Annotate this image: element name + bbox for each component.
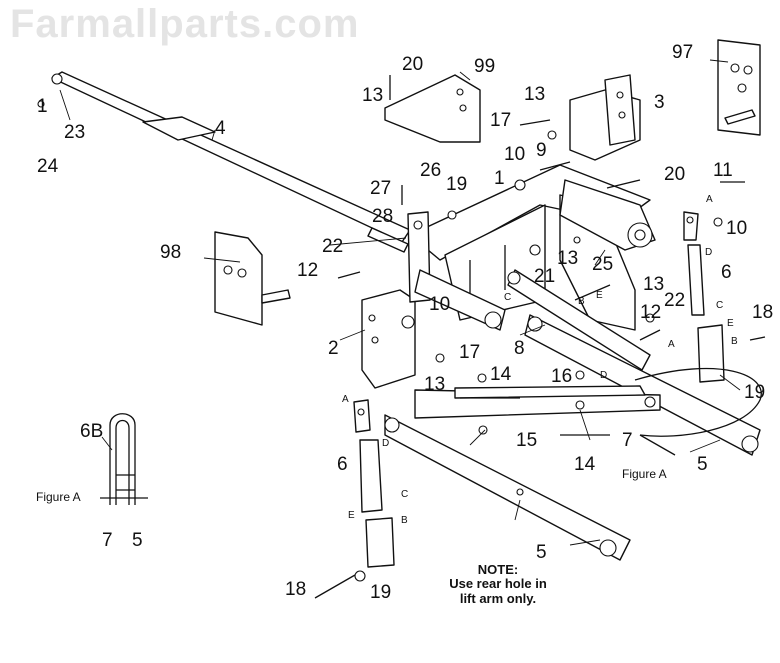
letter-B-shaft: B	[578, 296, 585, 307]
part-1-pin: 1	[37, 96, 48, 117]
part-97: 97	[672, 42, 693, 63]
rocker-arm	[407, 211, 506, 331]
part-22-left: 22	[322, 236, 343, 257]
part-13-top: 13	[362, 85, 383, 106]
part-98: 98	[160, 242, 181, 263]
part-2: 2	[328, 338, 339, 359]
note-line-2: lift arm only.	[460, 591, 536, 606]
letter-E-right: E	[727, 318, 734, 329]
part-19-top: 19	[446, 174, 467, 195]
note-title: NOTE:	[478, 562, 518, 577]
watermark: Farmallparts.com	[10, 2, 360, 46]
part-24: 24	[37, 156, 59, 177]
part-10-right: 10	[726, 218, 747, 239]
roller-arm	[559, 179, 656, 251]
part-19-bottom: 19	[370, 582, 391, 603]
part-5-inset: 5	[132, 530, 143, 551]
part-6-left: 6	[337, 454, 348, 475]
lift-arm-5-right	[524, 314, 761, 456]
part-27: 27	[370, 178, 391, 199]
part-10-top: 10	[504, 144, 525, 165]
part-17-mid: 17	[459, 342, 480, 363]
bracket-3	[569, 74, 641, 161]
lift-rod-4	[51, 71, 411, 253]
letter-B-left: B	[401, 515, 408, 526]
part-19-right: 19	[744, 382, 765, 403]
bracket-2	[361, 289, 416, 389]
part-99: 99	[474, 56, 495, 77]
figure-a-label: Figure A	[622, 467, 667, 481]
part-23: 23	[64, 122, 85, 143]
part-21: 21	[534, 266, 555, 287]
part-17-top: 17	[490, 110, 511, 131]
letter-A-left: A	[342, 394, 349, 405]
part-12-left: 12	[297, 260, 318, 281]
part-1: 1	[494, 168, 505, 189]
part-7: 7	[622, 430, 633, 451]
letter-D-shaft: D	[600, 370, 607, 381]
part-22-right: 22	[664, 290, 685, 311]
letter-B-right: B	[731, 336, 738, 347]
part-20-right: 20	[664, 164, 685, 185]
stabilizer-7	[414, 385, 661, 436]
part-9: 9	[536, 140, 547, 161]
plate-97	[717, 39, 761, 136]
figure-a-inset-label: Figure A	[36, 490, 81, 504]
part-18-right: 18	[752, 302, 773, 323]
letter-C-shaft: C	[504, 292, 511, 303]
part-25: 25	[592, 254, 613, 275]
cross-shaft-8	[507, 269, 651, 371]
letter-A-right: A	[706, 194, 713, 205]
bolts	[37, 75, 766, 599]
part-3: 3	[654, 92, 665, 113]
lead-lines	[59, 59, 741, 546]
letter-E-shaft: E	[596, 290, 603, 301]
letter-D-left: D	[382, 438, 389, 449]
figure-a-callout	[634, 367, 762, 456]
part-16: 16	[551, 366, 572, 387]
plate-98	[214, 231, 291, 326]
part-12-right: 12	[640, 302, 661, 323]
part-6B: 6B	[80, 421, 103, 442]
part-10-mid: 10	[429, 294, 450, 315]
turnbuckle-6-left	[353, 399, 395, 568]
part-5-right: 5	[697, 454, 708, 475]
letter-C-right: C	[716, 300, 723, 311]
part-28: 28	[372, 206, 393, 227]
part-11: 11	[713, 160, 733, 181]
figure-a-inset	[100, 413, 148, 505]
part-6-right: 6	[721, 262, 732, 283]
part-13-right: 13	[643, 274, 664, 295]
part-13-mid: 13	[557, 248, 578, 269]
part-13-upper: 13	[524, 84, 545, 105]
letter-A-shaft: A	[668, 339, 675, 350]
part-15: 15	[516, 430, 537, 451]
letter-E-left: E	[348, 510, 355, 521]
part-14-bottom: 14	[574, 454, 596, 475]
part-13-lower: 13	[424, 374, 445, 395]
letter-D-right: D	[705, 247, 712, 258]
part-5-left: 5	[536, 542, 547, 563]
part-7-inset: 7	[102, 530, 113, 551]
note-block: NOTE: Use rear hole in lift arm only.	[449, 562, 547, 606]
letter-C-left: C	[401, 489, 408, 500]
note-line-1: Use rear hole in	[449, 576, 547, 591]
part-8: 8	[514, 338, 525, 359]
part-20-top: 20	[402, 54, 423, 75]
part-4: 4	[215, 118, 226, 139]
lift-arm-5-left	[384, 414, 631, 561]
part-18-bottom: 18	[285, 579, 306, 600]
part-26: 26	[420, 160, 441, 181]
turnbuckle-6-right	[683, 211, 725, 383]
part-14-top: 14	[490, 364, 512, 385]
plate-99	[384, 74, 481, 143]
